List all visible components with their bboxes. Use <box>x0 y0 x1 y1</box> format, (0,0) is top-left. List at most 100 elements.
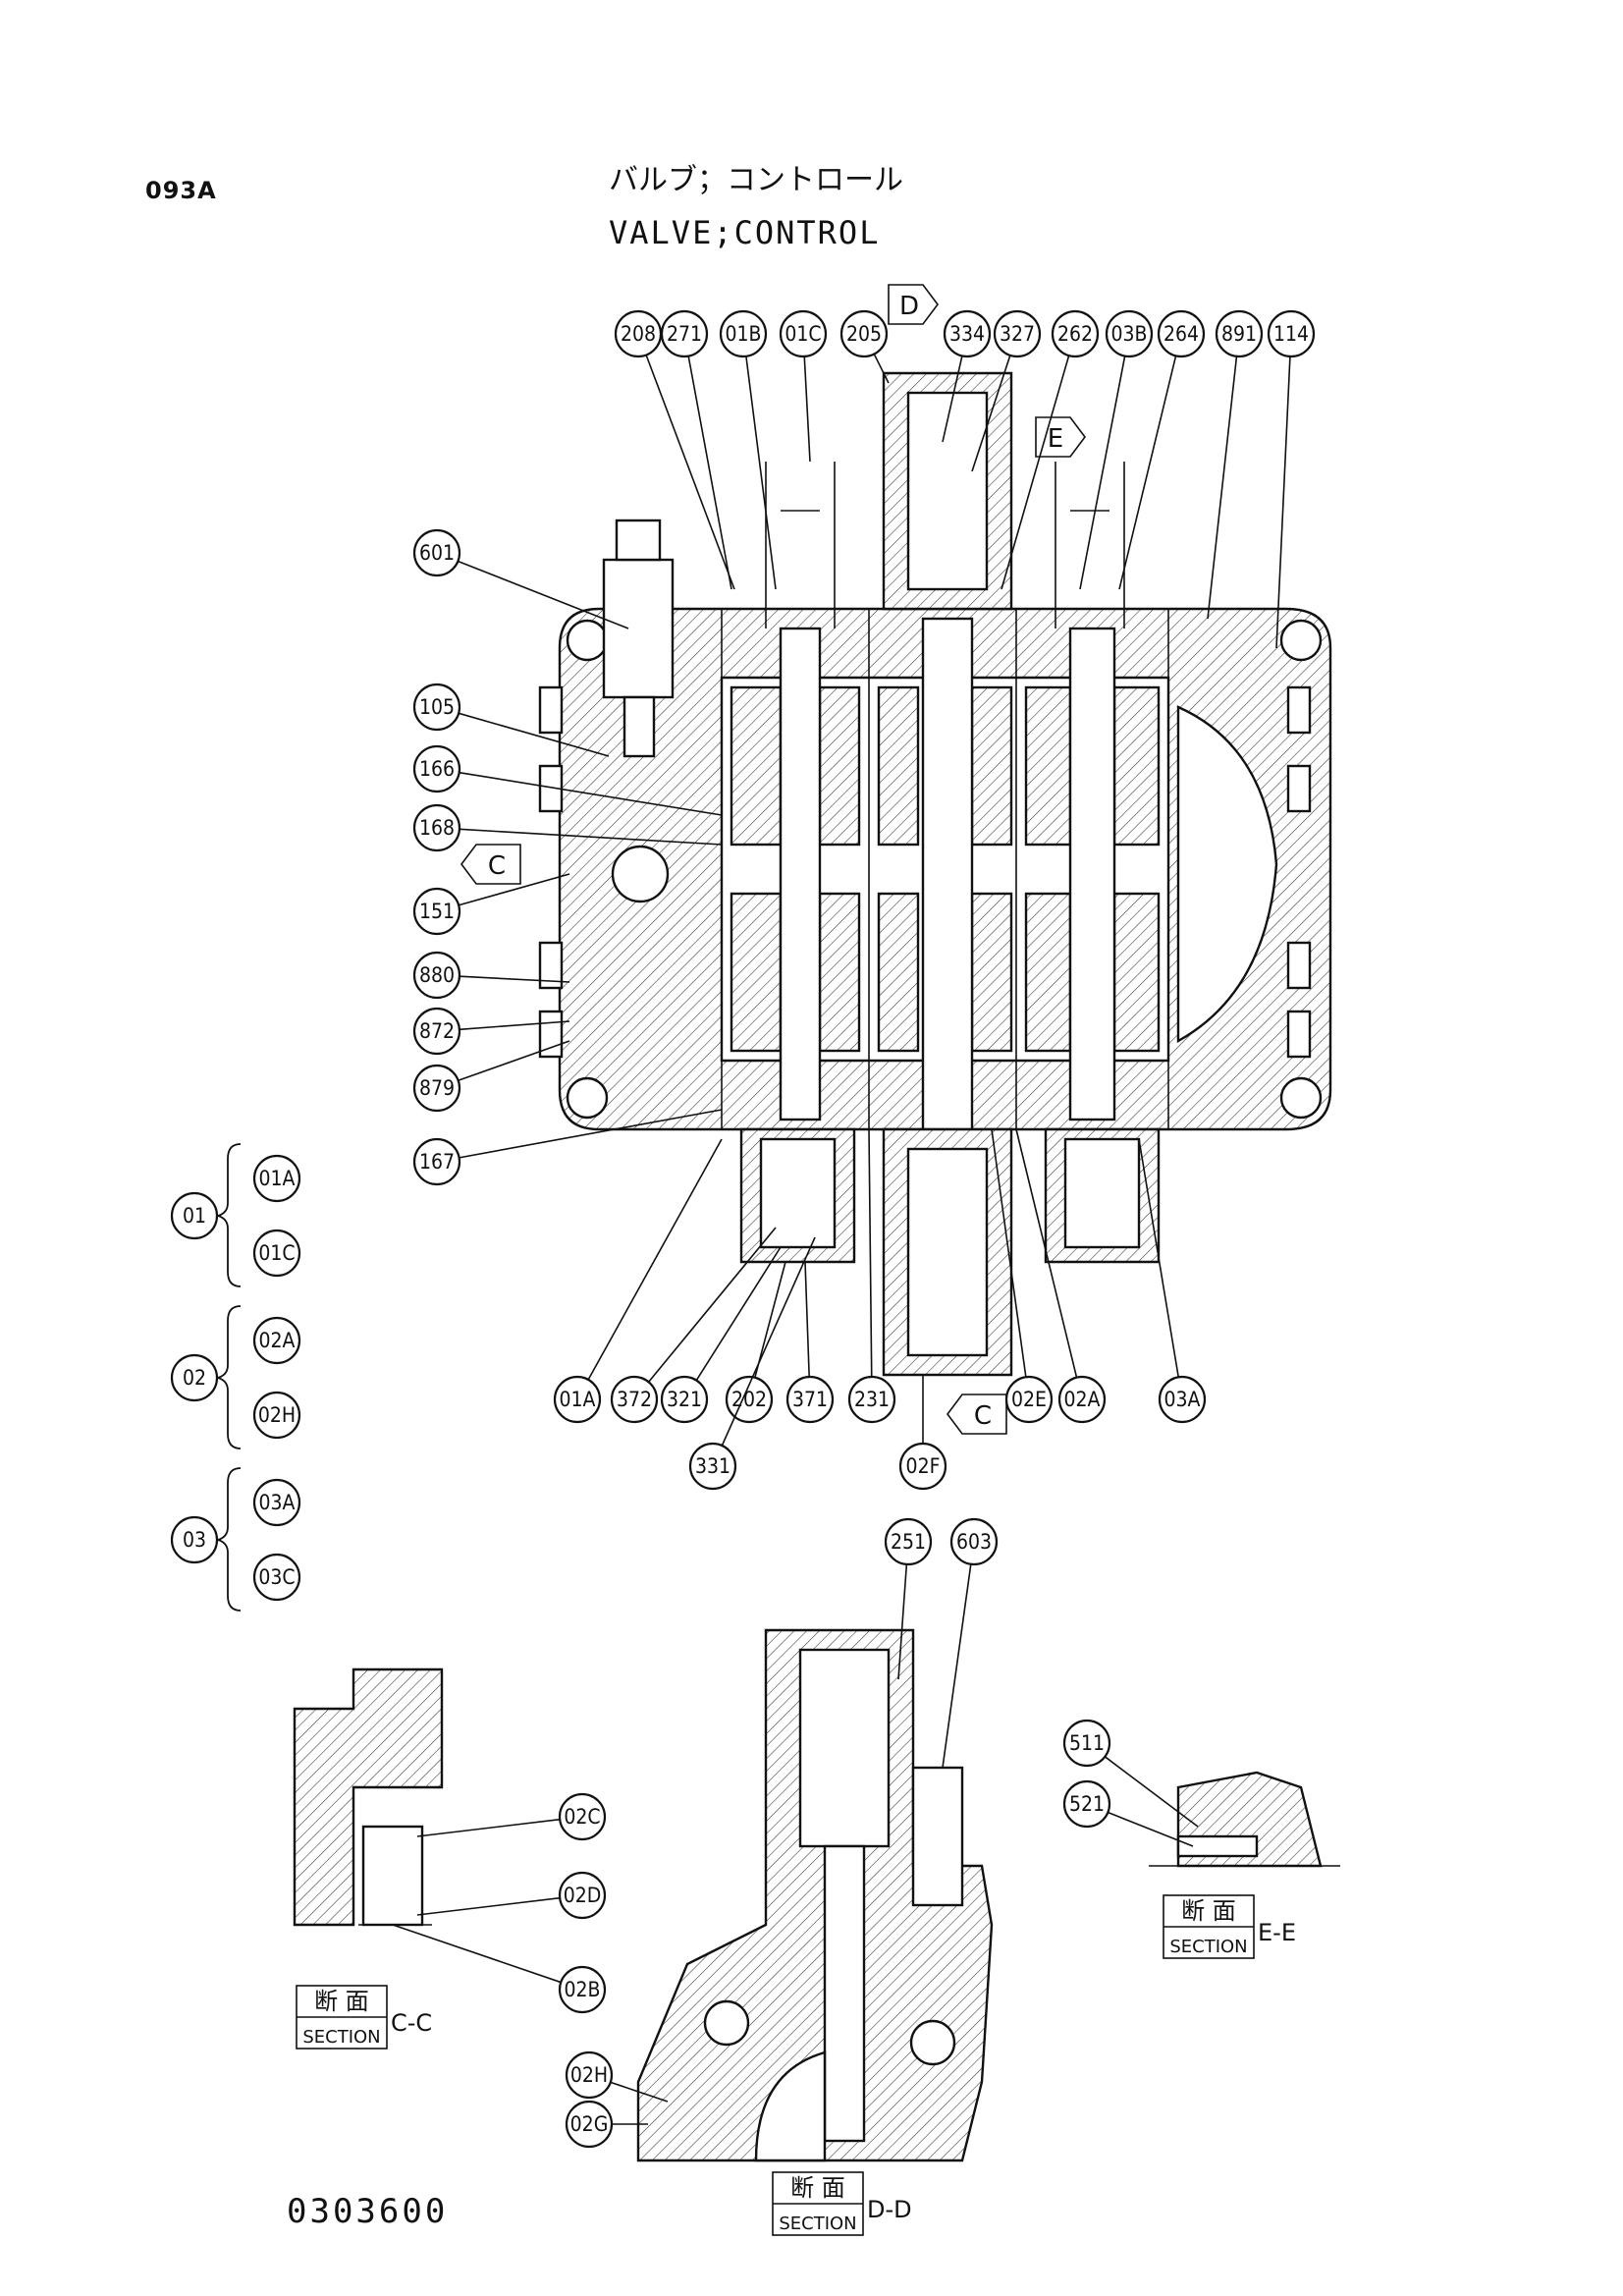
callout-371: 371 <box>785 1261 835 1424</box>
callout-208: 208 <box>614 309 735 590</box>
svg-text:02H: 02H <box>570 2063 608 2087</box>
callout-251: 251 <box>884 1517 933 1680</box>
callout-02c: 02C <box>416 1792 607 1841</box>
callout-334: 334 <box>942 309 992 443</box>
svg-text:331: 331 <box>695 1454 730 1478</box>
group-02-to: 02H <box>252 1391 301 1440</box>
group-01-from: 01A <box>252 1154 301 1203</box>
section-c-c-suffix: C-C <box>391 2009 432 2037</box>
section-c-c-jp: 断 面 <box>314 1988 369 2015</box>
svg-text:03A: 03A <box>1164 1388 1201 1411</box>
svg-text:262: 262 <box>1057 322 1093 346</box>
callout-372: 372 <box>610 1227 777 1424</box>
group-01: 01 <box>170 1191 219 1240</box>
callout-168: 168 <box>412 803 723 852</box>
svg-text:205: 205 <box>846 322 882 346</box>
callout-01c: 01C <box>779 309 828 463</box>
section-d-d-title: 断 面 SECTION D-D <box>772 2171 912 2236</box>
document-number: 0303600 <box>287 2192 449 2231</box>
svg-text:01C: 01C <box>258 1241 295 1265</box>
section-d-d-drawing <box>636 1628 994 2162</box>
section-e-e-en: SECTION <box>1169 1937 1247 1957</box>
callout-02d: 02D <box>416 1871 607 1920</box>
callout-02a: 02A <box>1015 1128 1107 1424</box>
callout-603: 603 <box>942 1517 999 1769</box>
section-marker-c-bottom-label: C <box>974 1401 992 1431</box>
title-japanese: バルブ；コントロール <box>609 163 903 197</box>
svg-text:01B: 01B <box>726 322 762 346</box>
svg-text:264: 264 <box>1163 322 1199 346</box>
svg-text:202: 202 <box>731 1388 767 1411</box>
title-english: VALVE;CONTROL <box>609 214 881 251</box>
section-marker-d: D <box>888 284 939 325</box>
svg-text:02B: 02B <box>565 1978 601 2001</box>
section-marker-c-bottom: C <box>947 1394 1007 1435</box>
callout-02e: 02E <box>991 1128 1054 1424</box>
callout-327: 327 <box>971 309 1042 472</box>
svg-text:02E: 02E <box>1011 1388 1047 1411</box>
callout-331: 331 <box>688 1236 816 1491</box>
svg-text:166: 166 <box>419 757 455 781</box>
callout-321: 321 <box>660 1246 782 1424</box>
callout-880: 880 <box>412 951 570 1000</box>
svg-text:151: 151 <box>419 900 455 923</box>
section-e-e-jp: 断 面 <box>1181 1897 1236 1925</box>
section-marker-c-left: C <box>460 844 521 885</box>
group-03-from: 03A <box>252 1478 301 1527</box>
svg-text:02H: 02H <box>258 1403 296 1427</box>
callout-03a: 03A <box>1138 1138 1207 1424</box>
svg-text:02D: 02D <box>564 1884 602 1907</box>
svg-text:879: 879 <box>419 1076 455 1100</box>
section-e-e-drawing <box>1149 1771 1340 1868</box>
svg-text:02A: 02A <box>259 1329 296 1352</box>
svg-text:334: 334 <box>949 322 985 346</box>
group-02-from: 02A <box>252 1316 301 1365</box>
section-e-e-title: 断 面 SECTION E-E <box>1163 1894 1296 1959</box>
svg-text:208: 208 <box>621 322 656 346</box>
svg-text:168: 168 <box>419 816 455 840</box>
page-code: 093A <box>145 177 217 204</box>
callout-872: 872 <box>412 1007 570 1056</box>
svg-text:372: 372 <box>617 1388 652 1411</box>
svg-text:371: 371 <box>792 1388 828 1411</box>
svg-text:114: 114 <box>1273 322 1309 346</box>
callout-151: 151 <box>412 873 570 936</box>
svg-text:321: 321 <box>667 1388 702 1411</box>
svg-text:02C: 02C <box>564 1805 600 1829</box>
callout-511: 511 <box>1062 1719 1199 1828</box>
svg-text:880: 880 <box>419 963 455 987</box>
callout-02b: 02B <box>392 1924 607 2014</box>
section-e-e-suffix: E-E <box>1258 1919 1296 1946</box>
callout-231: 231 <box>847 1128 896 1424</box>
svg-text:02G: 02G <box>570 2112 609 2136</box>
svg-text:601: 601 <box>419 541 455 565</box>
section-c-c-drawing <box>293 1667 444 1927</box>
group-03-to: 03C <box>252 1553 301 1602</box>
section-marker-d-label: D <box>899 292 919 321</box>
svg-text:251: 251 <box>891 1530 926 1554</box>
svg-text:01A: 01A <box>560 1388 596 1411</box>
callout-01a: 01A <box>553 1138 723 1424</box>
callout-02f: 02F <box>898 1375 947 1491</box>
svg-text:03: 03 <box>183 1528 206 1552</box>
svg-text:872: 872 <box>419 1019 455 1043</box>
svg-text:01: 01 <box>183 1204 206 1228</box>
svg-text:105: 105 <box>419 695 455 719</box>
section-marker-e-label: E <box>1048 424 1063 454</box>
main-valve-assembly <box>538 371 1332 1377</box>
svg-text:891: 891 <box>1221 322 1257 346</box>
group-02: 02 <box>170 1353 219 1402</box>
callout-262: 262 <box>1001 309 1100 590</box>
svg-text:03B: 03B <box>1111 322 1148 346</box>
svg-text:603: 603 <box>956 1530 992 1554</box>
callout-271: 271 <box>660 309 732 590</box>
section-marker-e: E <box>1035 416 1086 458</box>
svg-text:03A: 03A <box>259 1491 296 1514</box>
group-03: 03 <box>170 1515 219 1564</box>
callout-205: 205 <box>839 309 890 384</box>
svg-text:327: 327 <box>1000 322 1035 346</box>
callout-879: 879 <box>412 1040 570 1113</box>
callout-166: 166 <box>412 744 723 816</box>
svg-text:511: 511 <box>1069 1731 1105 1755</box>
